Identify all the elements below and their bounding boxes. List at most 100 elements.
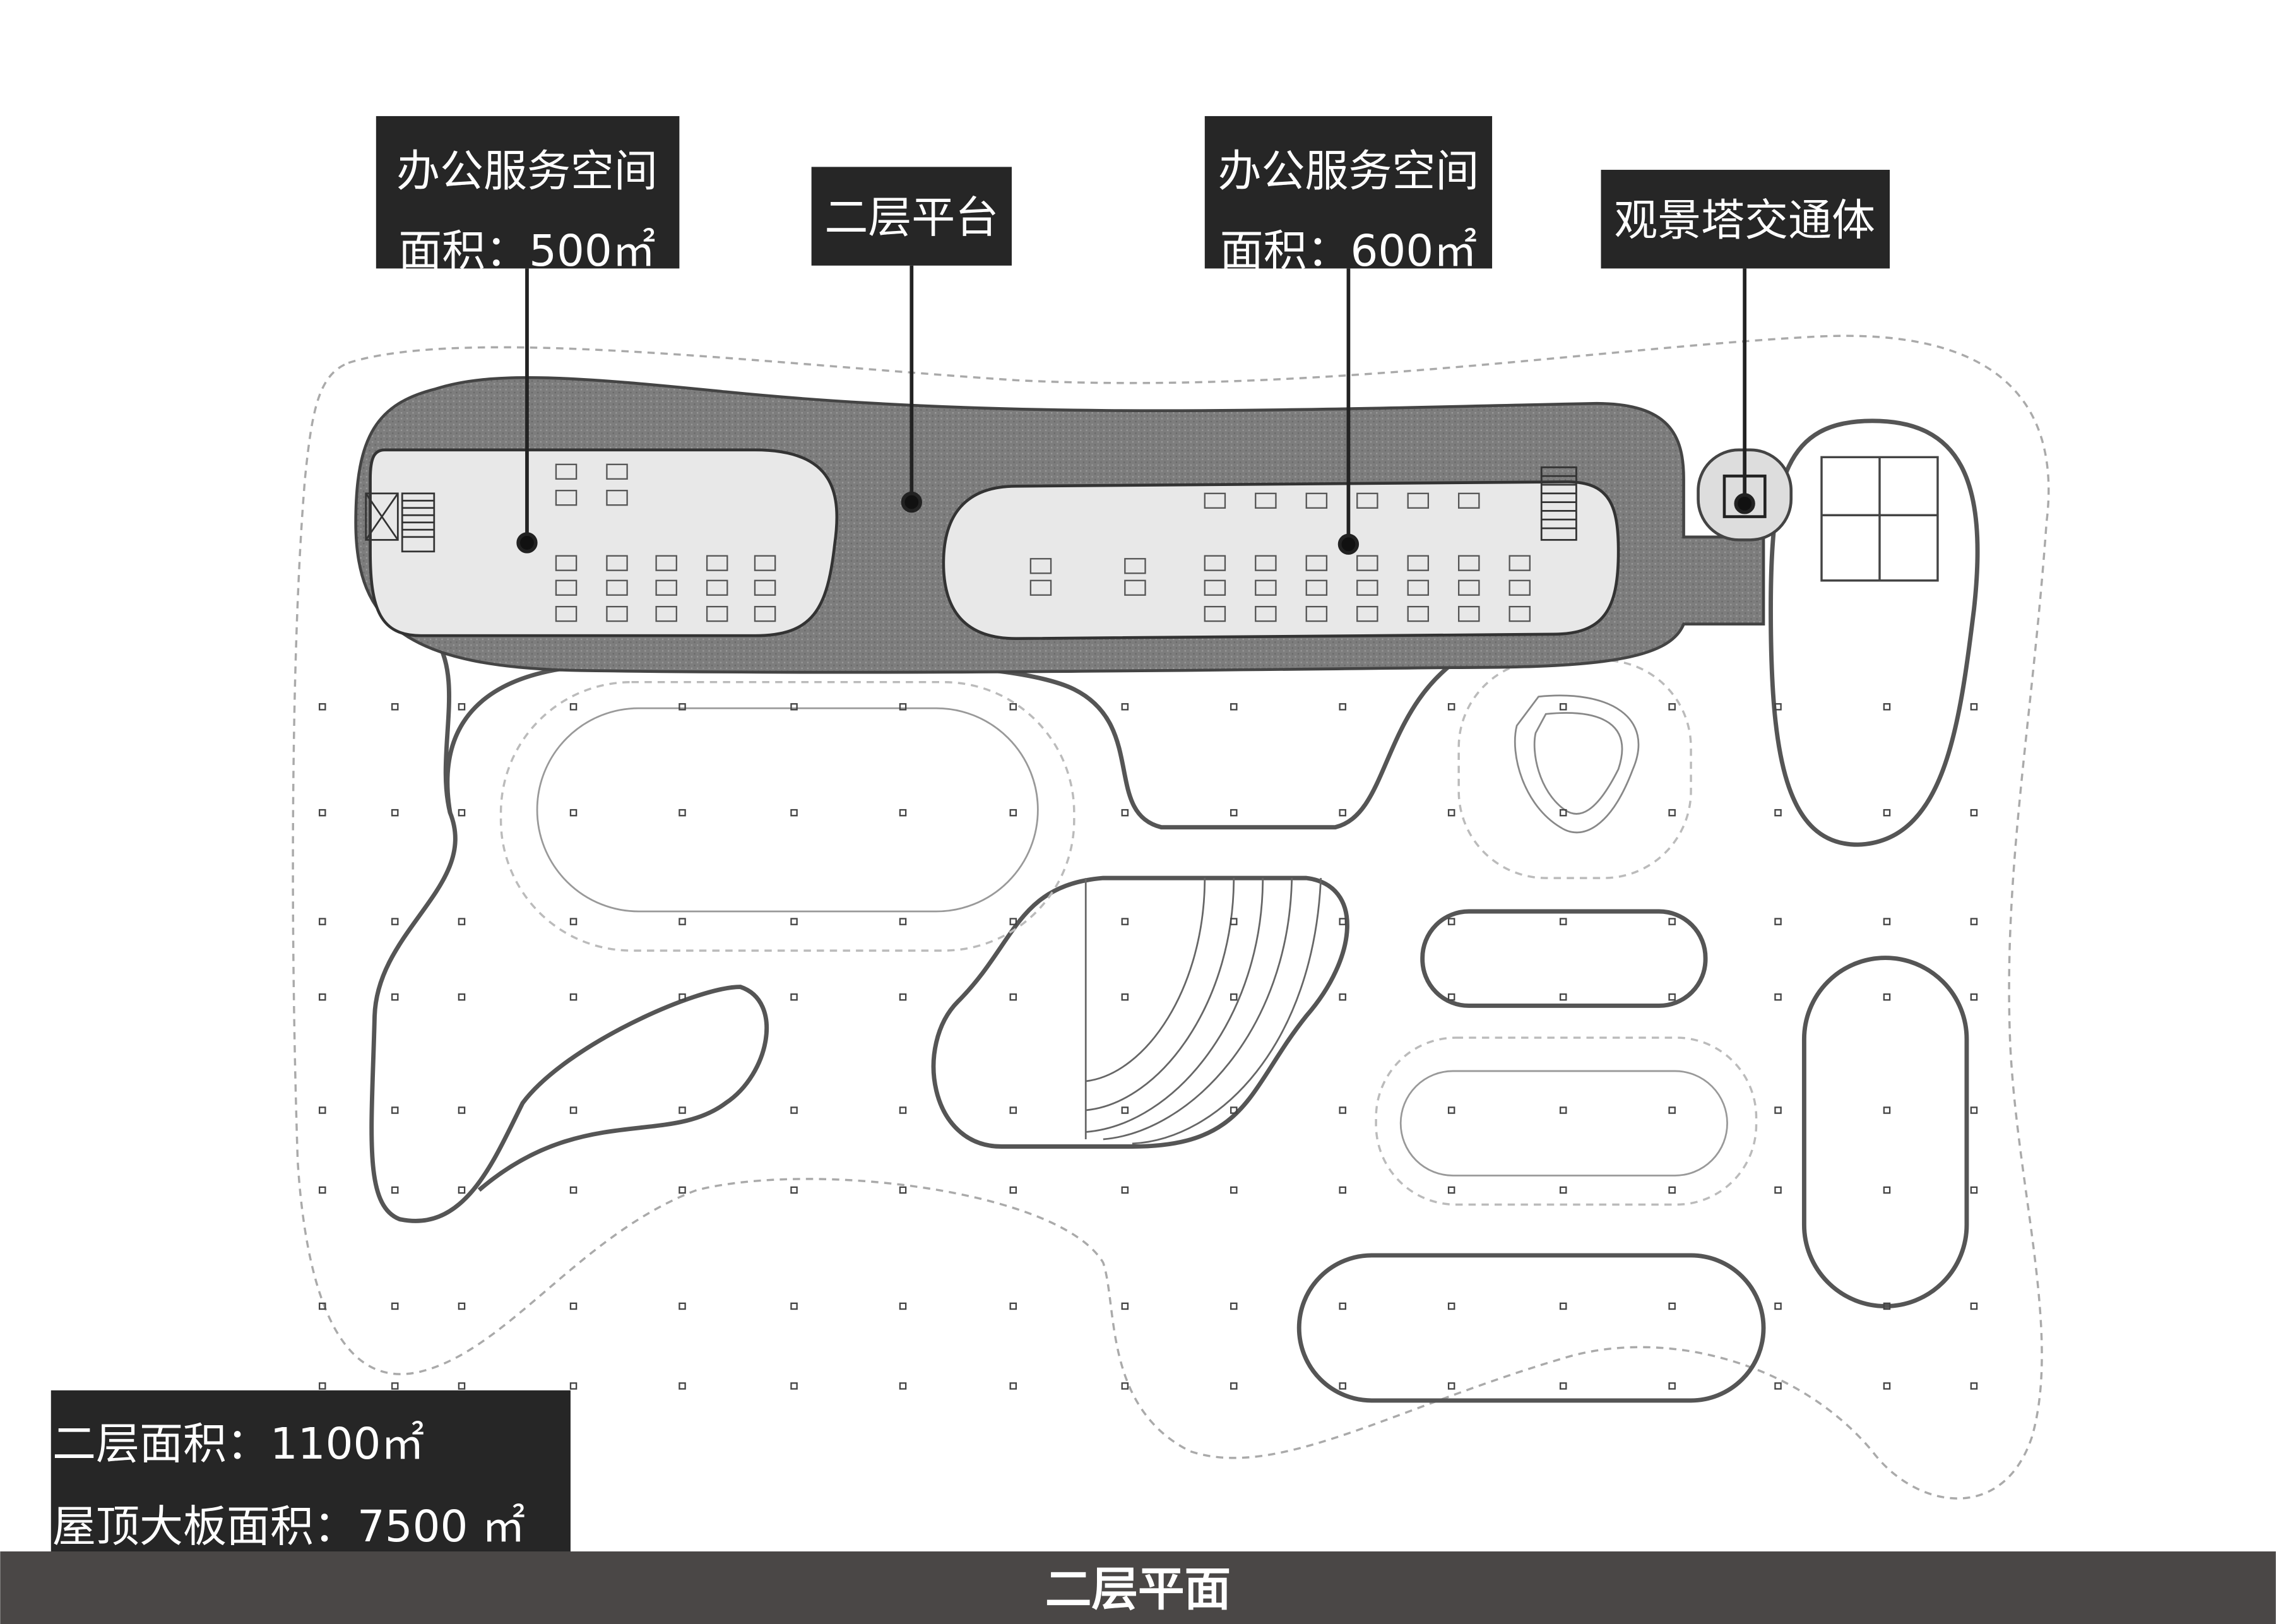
desk bbox=[1458, 605, 1480, 622]
desk bbox=[1508, 555, 1531, 571]
column-marker bbox=[1121, 809, 1129, 817]
column-marker bbox=[1668, 918, 1676, 925]
column-marker bbox=[790, 1302, 798, 1310]
column-marker bbox=[679, 1302, 686, 1310]
island-3 bbox=[1296, 1253, 1766, 1403]
desk bbox=[1204, 605, 1226, 622]
column-marker bbox=[899, 809, 907, 817]
column-marker bbox=[1230, 809, 1238, 817]
column-marker bbox=[569, 1382, 578, 1390]
desk bbox=[1305, 492, 1328, 509]
desk bbox=[1204, 492, 1226, 509]
column-marker bbox=[790, 1106, 798, 1114]
column-marker bbox=[790, 918, 798, 925]
column-marker bbox=[1668, 993, 1676, 1001]
roof-slab-outline bbox=[292, 335, 2050, 1500]
island-2 bbox=[1420, 909, 1708, 1008]
column-marker bbox=[391, 809, 399, 817]
column-marker bbox=[1970, 1106, 1978, 1114]
column-marker bbox=[391, 1382, 399, 1390]
callout-title: 办公服务空间 bbox=[396, 146, 658, 196]
desk bbox=[1305, 579, 1328, 596]
column-marker bbox=[391, 1186, 399, 1194]
column-marker bbox=[1009, 918, 1017, 925]
desk bbox=[706, 555, 728, 571]
roof-area: 屋顶大板面积：7500 ㎡ bbox=[52, 1502, 525, 1552]
pool-right bbox=[1399, 1070, 1728, 1177]
column-marker bbox=[319, 918, 326, 925]
column-marker bbox=[1121, 1382, 1129, 1390]
column-marker bbox=[458, 703, 466, 711]
column-marker bbox=[1230, 918, 1238, 925]
desk bbox=[606, 605, 628, 622]
column-marker bbox=[1970, 809, 1978, 817]
desk bbox=[706, 605, 728, 622]
desk bbox=[754, 605, 776, 622]
footer-bar: 二层平面 bbox=[0, 1551, 2276, 1624]
office-block-500 bbox=[369, 448, 839, 637]
column-marker bbox=[1774, 1302, 1782, 1310]
column-marker bbox=[1339, 1106, 1346, 1114]
walkway-loop-a bbox=[445, 644, 1482, 830]
workstations bbox=[555, 463, 1531, 622]
desk bbox=[1305, 605, 1328, 622]
column-marker bbox=[319, 1302, 326, 1310]
column-marker bbox=[1339, 993, 1346, 1001]
stair-core-right bbox=[1540, 466, 1577, 541]
leader-lines bbox=[516, 265, 1755, 555]
column-marker bbox=[1970, 1186, 1978, 1194]
column-marker bbox=[458, 993, 466, 1001]
column-marker bbox=[1668, 1106, 1676, 1114]
column-marker bbox=[679, 1382, 686, 1390]
desk bbox=[1029, 579, 1052, 596]
column-marker bbox=[1774, 1106, 1782, 1114]
desk bbox=[1458, 555, 1480, 571]
column-marker bbox=[1339, 1382, 1346, 1390]
column-marker bbox=[1970, 703, 1978, 711]
desk bbox=[1356, 555, 1378, 571]
column-marker bbox=[458, 1186, 466, 1194]
desk bbox=[1356, 579, 1378, 596]
stair-core-left bbox=[365, 492, 436, 553]
column-marker bbox=[458, 1302, 466, 1310]
column-marker bbox=[569, 809, 578, 817]
column-marker bbox=[319, 1382, 326, 1390]
column-marker bbox=[319, 1106, 326, 1114]
column-marker bbox=[1447, 1186, 1455, 1194]
column-marker bbox=[1009, 1106, 1017, 1114]
column-marker bbox=[1883, 918, 1891, 925]
courtyard-right bbox=[1375, 1036, 1758, 1206]
desk bbox=[655, 579, 677, 596]
column-marker bbox=[1970, 993, 1978, 1001]
column-marker bbox=[1121, 1302, 1129, 1310]
floor-area: 二层面积：1100㎡ bbox=[52, 1419, 424, 1469]
column-marker bbox=[1121, 918, 1129, 925]
callout-area: 面积：500㎡ bbox=[398, 226, 656, 276]
column-marker bbox=[1447, 809, 1455, 817]
column-marker bbox=[1668, 1382, 1676, 1390]
column-marker bbox=[1883, 1186, 1891, 1194]
callout-title: 二层平台 bbox=[824, 193, 999, 243]
column-marker bbox=[1447, 1382, 1455, 1390]
column-marker bbox=[790, 1382, 798, 1390]
column-marker bbox=[458, 809, 466, 817]
callout-office-600: 办公服务空间 面积：600㎡ bbox=[1204, 116, 1493, 276]
column-marker bbox=[1009, 1186, 1017, 1194]
column-marker bbox=[1970, 1302, 1978, 1310]
column-marker bbox=[1447, 993, 1455, 1001]
column-marker bbox=[1121, 1106, 1129, 1114]
desk bbox=[1124, 579, 1146, 596]
column-marker bbox=[1883, 703, 1891, 711]
column-marker bbox=[1230, 1382, 1238, 1390]
desk bbox=[754, 579, 776, 596]
sunken-tiered-court bbox=[1514, 694, 1640, 834]
desk bbox=[1407, 555, 1430, 571]
column-marker bbox=[1668, 1186, 1676, 1194]
column-marker bbox=[1559, 1186, 1567, 1194]
desk bbox=[1407, 605, 1430, 622]
column-marker bbox=[679, 918, 686, 925]
column-marker bbox=[391, 703, 399, 711]
column-marker bbox=[1883, 809, 1891, 817]
